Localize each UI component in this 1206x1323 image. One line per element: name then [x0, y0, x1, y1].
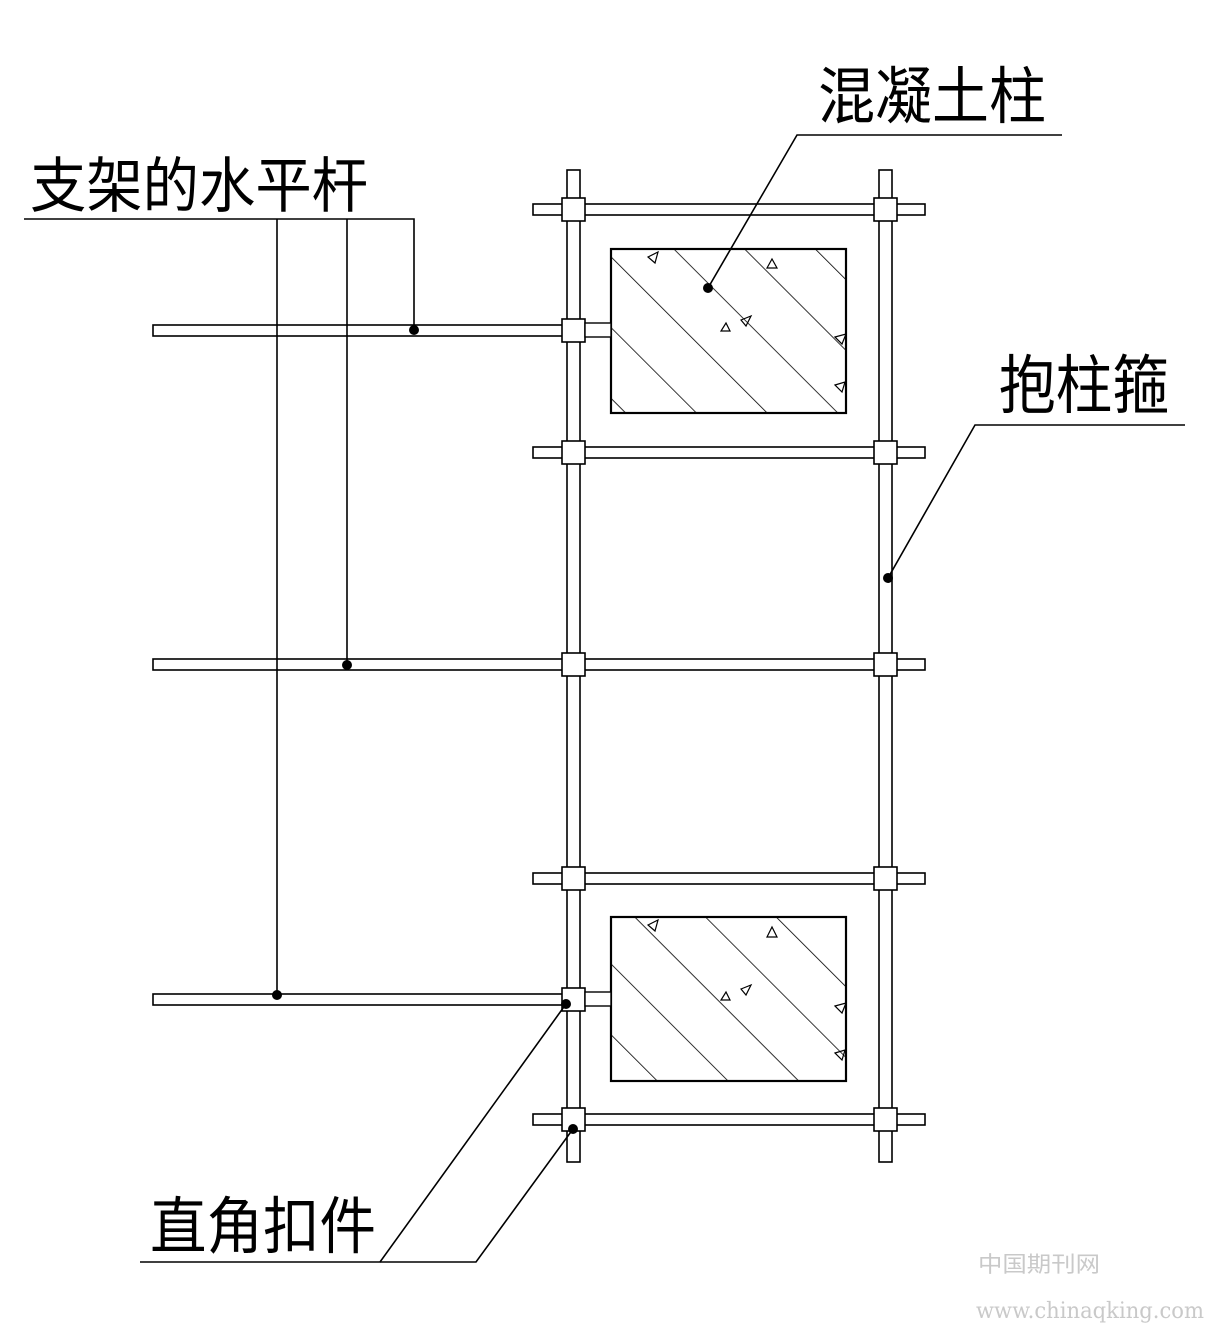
clamp-bar: [532, 203, 926, 216]
support-bar-middle: [152, 658, 926, 671]
clamp-bar: [532, 872, 926, 885]
concrete-column-top: [609, 247, 848, 415]
watermark-url: www.chinaqking.com: [976, 1299, 1204, 1323]
label-support-horizontal-bar: 支架的水平杆: [30, 152, 368, 222]
clamp-bar: [532, 446, 926, 459]
support-bar-bottom: [152, 993, 611, 1006]
label-right-angle-coupler: 直角扣件: [150, 1190, 376, 1263]
leader-column-hoop: [887, 424, 1185, 579]
label-column-hoop: 抱柱箍: [999, 350, 1169, 424]
concrete-column-bottom: [609, 915, 848, 1083]
clamp-bar: [532, 1113, 926, 1126]
support-bar-top: [152, 324, 611, 337]
label-concrete-column: 混凝土柱: [818, 60, 1046, 133]
leader-support-bar: [24, 218, 415, 330]
watermark-cn: 中国期刊网: [978, 1253, 1100, 1278]
leader-concrete-column: [707, 134, 1062, 289]
